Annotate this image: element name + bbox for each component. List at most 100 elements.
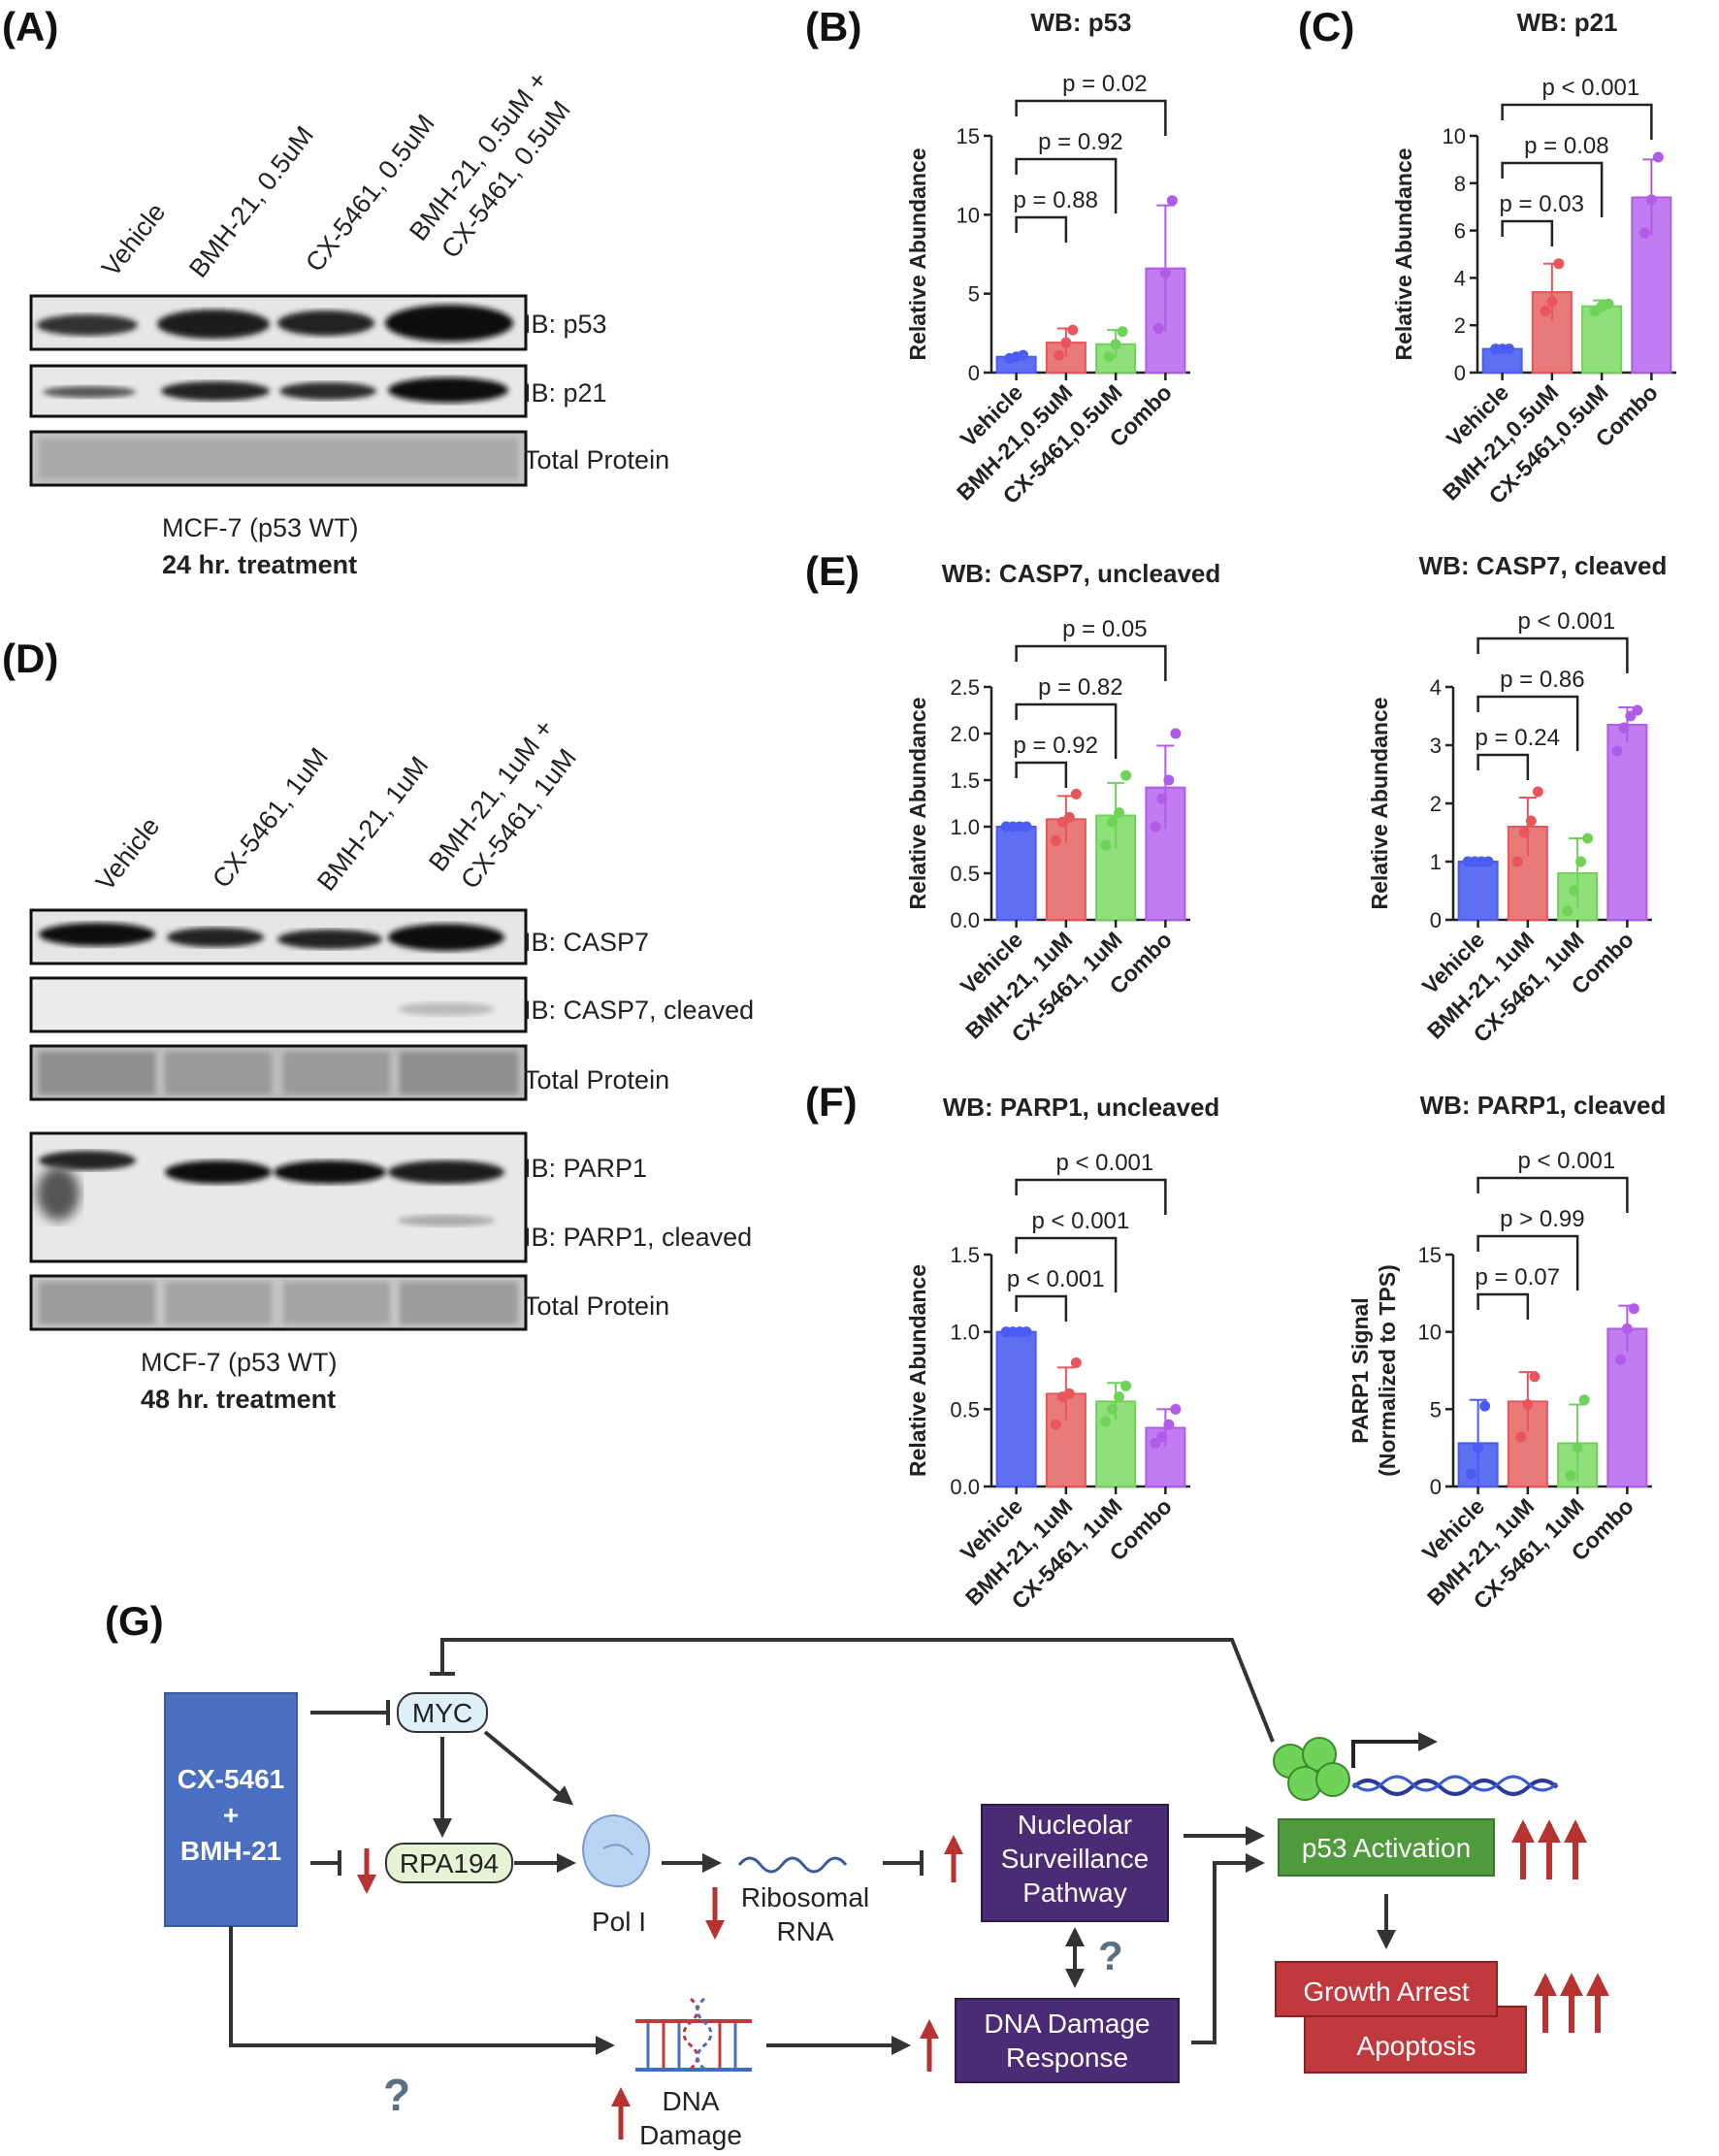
dna-icon bbox=[1351, 1779, 1559, 1796]
data-point bbox=[1473, 1442, 1484, 1454]
bar bbox=[1581, 305, 1623, 374]
y-tick-label: 0 bbox=[968, 361, 980, 385]
p-value-bracket bbox=[1501, 219, 1554, 246]
blot-casp7 bbox=[29, 908, 528, 965]
data-point bbox=[1163, 1419, 1175, 1430]
pathway-diagram: CX-5461 + BMH-21 MYC RPA194 Pol I Riboso… bbox=[164, 1638, 1609, 2150]
data-point bbox=[1529, 1371, 1541, 1383]
chart-title: WB: PARP1, uncleaved bbox=[943, 1093, 1220, 1122]
lane-label: CX-5461, 0.5uM bbox=[300, 109, 440, 277]
data-point bbox=[1479, 1400, 1491, 1412]
chart-title: WB: CASP7, uncleaved bbox=[942, 559, 1221, 588]
ddr-label: Response bbox=[1006, 2042, 1128, 2073]
y-tick-label: 2.5 bbox=[950, 675, 980, 700]
p-value-bracket bbox=[1015, 215, 1068, 243]
p-value-bracket bbox=[1476, 1292, 1530, 1320]
growth-arrest-box bbox=[1275, 1961, 1498, 2017]
data-point bbox=[1021, 1326, 1032, 1338]
p-value-label: p = 0.05 bbox=[1062, 616, 1147, 642]
p-value-label: p < 0.001 bbox=[1541, 75, 1639, 101]
blot-p53 bbox=[29, 294, 528, 351]
data-point bbox=[1565, 1470, 1576, 1482]
data-point bbox=[1021, 821, 1032, 833]
blot-label: Total Protein bbox=[524, 1065, 669, 1094]
data-point bbox=[1150, 1437, 1161, 1449]
panel-d-lane-labels: Vehicle CX-5461, 1uM BMH-21, 1uM BMH-21,… bbox=[90, 714, 582, 897]
y-tick-label: 0.5 bbox=[950, 862, 980, 886]
p-value-bracket bbox=[1476, 1176, 1629, 1213]
p-value-label: p < 0.001 bbox=[1517, 1148, 1615, 1174]
drug-box bbox=[164, 1692, 298, 1927]
y-tick-label: 3 bbox=[1430, 734, 1442, 758]
y-axis-label: Relative Abundance bbox=[905, 148, 930, 361]
blot-casp7-cleaved bbox=[29, 976, 528, 1033]
p-value-bracket bbox=[1501, 103, 1653, 140]
p-value-label: p = 0.88 bbox=[1014, 187, 1098, 213]
p-value-label: p = 0.24 bbox=[1476, 725, 1560, 751]
blot-label: IB: p53 bbox=[524, 310, 607, 339]
y-tick-label: 8 bbox=[1454, 172, 1466, 196]
y-tick-label: 0 bbox=[1454, 361, 1466, 385]
y-axis-label: Relative Abundance bbox=[1367, 698, 1392, 910]
blot-label: IB: CASP7, cleaved bbox=[524, 996, 754, 1025]
lane-label: CX-5461, 1uM bbox=[207, 742, 334, 894]
panel-d-label: (D) bbox=[2, 636, 58, 681]
nsp-label: Nucleolar bbox=[1018, 1810, 1132, 1840]
dna-label: Damage bbox=[639, 2120, 742, 2150]
data-point bbox=[1562, 905, 1573, 917]
data-point bbox=[1063, 811, 1075, 823]
chart-f-parp1-uncleaved: WB: PARP1, uncleaved0.00.51.01.5Relative… bbox=[905, 1093, 1219, 1614]
data-point bbox=[1156, 1431, 1168, 1443]
blot-label: Total Protein bbox=[524, 445, 669, 474]
data-point bbox=[1120, 769, 1132, 781]
caption-bold: 48 hr. treatment bbox=[141, 1385, 336, 1414]
blot-label: Total Protein bbox=[524, 1291, 669, 1321]
blot-parp1 bbox=[29, 1131, 528, 1263]
data-point bbox=[1582, 833, 1594, 844]
p-value-label: p = 0.02 bbox=[1062, 71, 1147, 97]
apoptosis-label: Apoptosis bbox=[1357, 2031, 1476, 2061]
data-point bbox=[1070, 1357, 1082, 1369]
data-point bbox=[1572, 1442, 1583, 1454]
data-point bbox=[1107, 1403, 1119, 1415]
data-point bbox=[1652, 151, 1664, 163]
bar bbox=[995, 826, 1037, 921]
y-tick-label: 15 bbox=[957, 124, 980, 148]
data-point bbox=[1060, 337, 1072, 348]
data-point bbox=[1632, 704, 1643, 716]
panel-b-label: (B) bbox=[805, 4, 861, 49]
data-point bbox=[1575, 856, 1587, 867]
lane-label: BMH-21, 0.5uM bbox=[183, 120, 319, 282]
growth-arrest-label: Growth Arrest bbox=[1303, 1976, 1469, 2007]
data-point bbox=[1511, 856, 1523, 867]
data-point bbox=[1070, 788, 1082, 800]
y-tick-label: 5 bbox=[1430, 1397, 1442, 1421]
caption: MCF-7 (p53 WT) bbox=[162, 513, 359, 542]
p-value-bracket bbox=[1015, 1178, 1167, 1215]
y-tick-label: 0.0 bbox=[950, 1475, 980, 1499]
data-point bbox=[1103, 351, 1115, 363]
y-tick-label: 10 bbox=[1418, 1321, 1442, 1345]
myc-node bbox=[397, 1692, 488, 1733]
data-point bbox=[1163, 774, 1175, 786]
data-point bbox=[1504, 343, 1515, 355]
nsp-box bbox=[981, 1804, 1169, 1922]
data-point bbox=[1018, 349, 1029, 361]
p-value-label: p < 0.001 bbox=[1055, 1150, 1153, 1176]
p-value-label: p > 0.99 bbox=[1500, 1206, 1584, 1232]
blot-label: IB: p21 bbox=[524, 378, 607, 408]
p-value-bracket bbox=[1015, 644, 1167, 681]
data-point bbox=[1100, 1416, 1112, 1427]
y-tick-label: 1.5 bbox=[950, 768, 980, 793]
drug-plus: + bbox=[223, 1800, 239, 1830]
data-point bbox=[1166, 195, 1178, 207]
data-point bbox=[1156, 793, 1168, 804]
data-point bbox=[1546, 296, 1558, 308]
data-point bbox=[1170, 1403, 1182, 1415]
p-value-label: p = 0.03 bbox=[1500, 191, 1584, 217]
nsp-label: Pathway bbox=[1022, 1878, 1126, 1908]
y-tick-label: 5 bbox=[968, 282, 980, 307]
p53-activation-label: p53 Activation bbox=[1302, 1833, 1471, 1863]
y-tick-label: 0.5 bbox=[950, 1397, 980, 1421]
